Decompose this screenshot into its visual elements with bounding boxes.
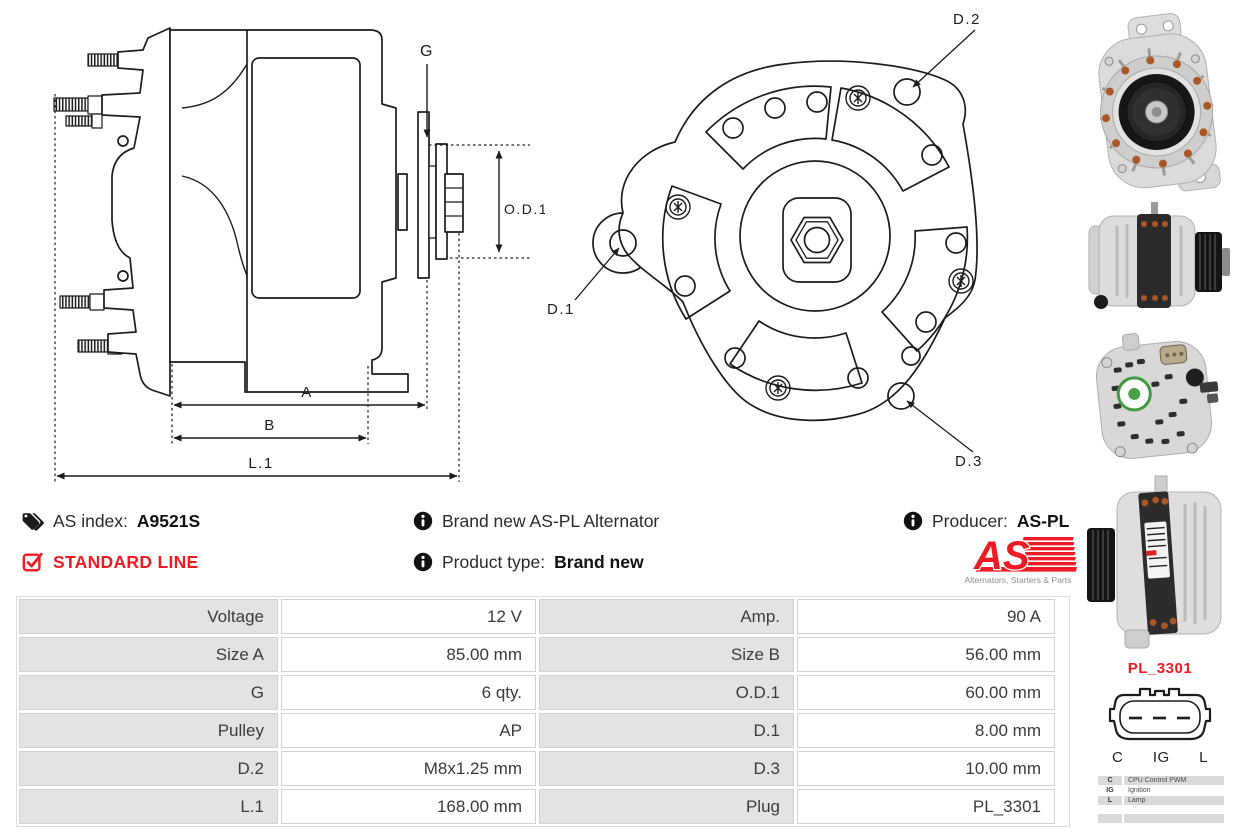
standard-line-row: STANDARD LINE bbox=[22, 549, 199, 575]
as-pl-logo: AS Alternators, Starters & Parts bbox=[965, 533, 1078, 585]
spec-label: G bbox=[19, 675, 278, 710]
as-index-row: AS index: A9521S bbox=[22, 508, 200, 534]
legend-desc bbox=[1124, 814, 1224, 823]
legend-desc: CPU Control PWM bbox=[1124, 776, 1224, 785]
housing-outline bbox=[618, 60, 978, 422]
dim-label-g: G bbox=[420, 43, 434, 60]
legend-row: IG Ignition bbox=[1098, 786, 1224, 795]
info-icon bbox=[413, 552, 433, 572]
spec-label: D.3 bbox=[539, 751, 794, 786]
spec-value: PL_3301 bbox=[797, 789, 1055, 824]
brand-new-row: Brand new AS-PL Alternator bbox=[413, 508, 659, 534]
connector-pin-label: IG bbox=[1152, 749, 1170, 766]
spec-value: AP bbox=[281, 713, 536, 748]
spec-label: O.D.1 bbox=[539, 675, 794, 710]
spec-value: 8.00 mm bbox=[797, 713, 1055, 748]
dim-label-d3: D.3 bbox=[955, 453, 983, 470]
product-type-label: Product type: bbox=[442, 551, 546, 572]
product-photo-side-right bbox=[1088, 202, 1230, 309]
checkbox-icon bbox=[22, 551, 44, 573]
dim-label-d2: D.2 bbox=[953, 11, 981, 28]
legend-pin bbox=[1098, 814, 1122, 823]
product-photo-front bbox=[1098, 13, 1221, 192]
legend-pin: IG bbox=[1106, 787, 1114, 794]
brand-new-text: Brand new AS-PL Alternator bbox=[442, 510, 660, 531]
spec-value: 10.00 mm bbox=[797, 751, 1055, 786]
producer-value: AS-PL bbox=[1016, 510, 1070, 531]
dim-label-d1: D.1 bbox=[547, 301, 575, 318]
spec-label: Plug bbox=[539, 789, 794, 824]
as-index-label: AS index: bbox=[53, 510, 128, 531]
dim-label-a: A bbox=[301, 384, 313, 401]
legend-pin: L bbox=[1098, 796, 1122, 805]
info-icon bbox=[413, 511, 433, 531]
dim-label-l1: L.1 bbox=[248, 455, 273, 472]
product-type-row: Product type: Brand new bbox=[413, 549, 644, 575]
connector-pins: C IG L bbox=[1086, 749, 1233, 766]
spec-value: 168.00 mm bbox=[281, 789, 536, 824]
spec-label: Size A bbox=[19, 637, 278, 672]
connector-pin-label: C bbox=[1112, 749, 1124, 766]
rear-cap-outline bbox=[101, 27, 171, 397]
spec-value: 12 V bbox=[281, 599, 536, 634]
legend-row bbox=[1098, 814, 1224, 823]
connector-pin-label: L bbox=[1199, 749, 1208, 766]
spec-label: Pulley bbox=[19, 713, 278, 748]
plug-name: PL_3301 bbox=[1127, 660, 1193, 677]
as-logo-word: AS bbox=[973, 534, 1030, 578]
spec-value: 6 qty. bbox=[281, 675, 536, 710]
info-icon bbox=[903, 511, 923, 531]
as-logo-tagline: Alternators, Starters & Parts bbox=[965, 575, 1072, 585]
spec-label: D.1 bbox=[539, 713, 794, 748]
mount-holes bbox=[674, 91, 967, 389]
dim-label-od1: O.D.1 bbox=[504, 201, 545, 217]
tag-icon bbox=[22, 510, 44, 532]
plug-drawing bbox=[1108, 687, 1212, 741]
product-photo-rear bbox=[1095, 333, 1219, 459]
as-index-value: A9521S bbox=[136, 510, 201, 531]
spec-value: 85.00 mm bbox=[281, 637, 536, 672]
legend-pin: C bbox=[1098, 776, 1122, 785]
legend-desc: Lamp bbox=[1124, 796, 1224, 805]
spec-value: 56.00 mm bbox=[797, 637, 1055, 672]
spec-value: 60.00 mm bbox=[797, 675, 1055, 710]
spec-label: L.1 bbox=[19, 789, 278, 824]
side-view-drawing: G O.D.1 A B L.1 bbox=[53, 27, 545, 482]
spec-label: Size B bbox=[539, 637, 794, 672]
standard-line-badge: STANDARD LINE bbox=[53, 551, 199, 572]
spec-value: 90 A bbox=[797, 599, 1055, 634]
producer-row: Producer: AS-PL bbox=[903, 508, 1069, 534]
screws bbox=[665, 85, 974, 401]
spec-value: M8x1.25 mm bbox=[281, 751, 536, 786]
spec-label: Amp. bbox=[539, 599, 794, 634]
legend-desc: Ignition bbox=[1128, 787, 1151, 794]
body-outline bbox=[169, 29, 409, 393]
product-photo-side-left bbox=[1087, 475, 1222, 649]
spec-label: Voltage bbox=[19, 599, 278, 634]
dim-label-b: B bbox=[264, 417, 276, 434]
producer-label: Producer: bbox=[932, 510, 1008, 531]
product-type-value: Brand new bbox=[554, 551, 644, 572]
front-view-drawing: D.2 D.1 D.3 bbox=[547, 11, 983, 470]
spec-label: D.2 bbox=[19, 751, 278, 786]
